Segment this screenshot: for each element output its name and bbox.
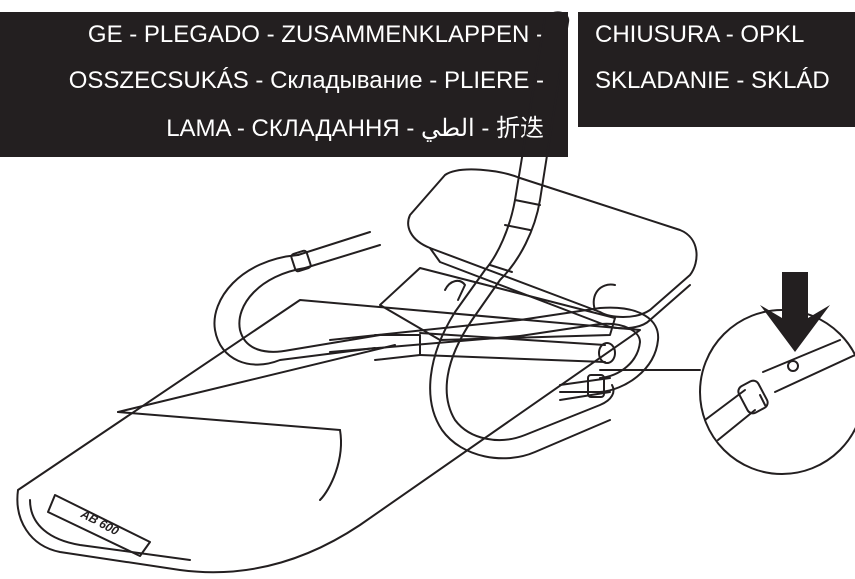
arrow-down-icon: [760, 272, 830, 352]
model-label: AB 600: [78, 506, 122, 538]
foot-grip: [560, 375, 610, 400]
frame-logo: [445, 281, 465, 300]
side-handle: [214, 232, 380, 365]
cushion: [408, 169, 696, 328]
